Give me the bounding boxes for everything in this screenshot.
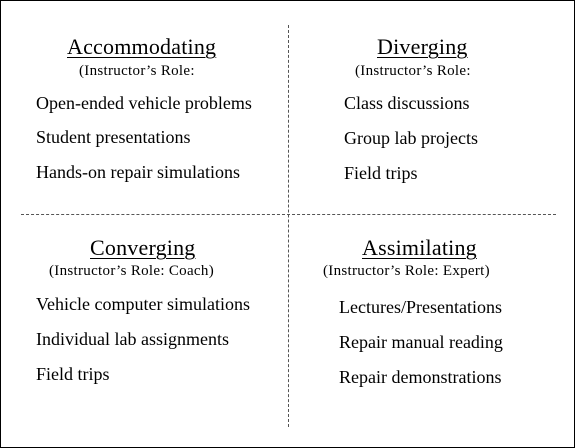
quadrant-title: Diverging: [377, 34, 468, 59]
quadrant-title: Assimilating: [362, 235, 477, 260]
instructor-role: (Instructor’s Role: Coach): [49, 263, 214, 279]
list-item: Field trips: [344, 163, 418, 183]
instructor-role: (Instructor’s Role:: [79, 63, 195, 79]
quadrant-title: Converging: [90, 235, 196, 260]
list-item: Student presentations: [36, 127, 191, 147]
list-item: Lectures/Presentations: [339, 297, 502, 317]
list-item: Vehicle computer simulations: [36, 294, 250, 314]
list-item: Group lab projects: [344, 128, 478, 148]
list-item: Open-ended vehicle problems: [36, 93, 252, 113]
instructor-role: (Instructor’s Role:: [355, 63, 471, 79]
horizontal-divider: [21, 214, 556, 215]
quadrant-diverging: Diverging (Instructor’s Role: Class disc…: [288, 1, 574, 214]
instructor-role: (Instructor’s Role: Expert): [323, 263, 490, 279]
quadrant-converging: Converging (Instructor’s Role: Coach) Ve…: [1, 214, 288, 447]
list-item: Repair manual reading: [339, 332, 503, 352]
quadrant-accommodating: Accommodating (Instructor’s Role: Open-e…: [1, 1, 288, 214]
list-item: Hands-on repair simulations: [36, 162, 240, 182]
quadrant-title: Accommodating: [67, 34, 217, 59]
vertical-divider: [288, 25, 289, 427]
list-item: Individual lab assignments: [36, 329, 229, 349]
list-item: Class discussions: [344, 93, 470, 113]
list-item: Field trips: [36, 364, 110, 384]
quadrant-assimilating: Assimilating (Instructor’s Role: Expert)…: [288, 214, 574, 447]
list-item: Repair demonstrations: [339, 367, 502, 387]
